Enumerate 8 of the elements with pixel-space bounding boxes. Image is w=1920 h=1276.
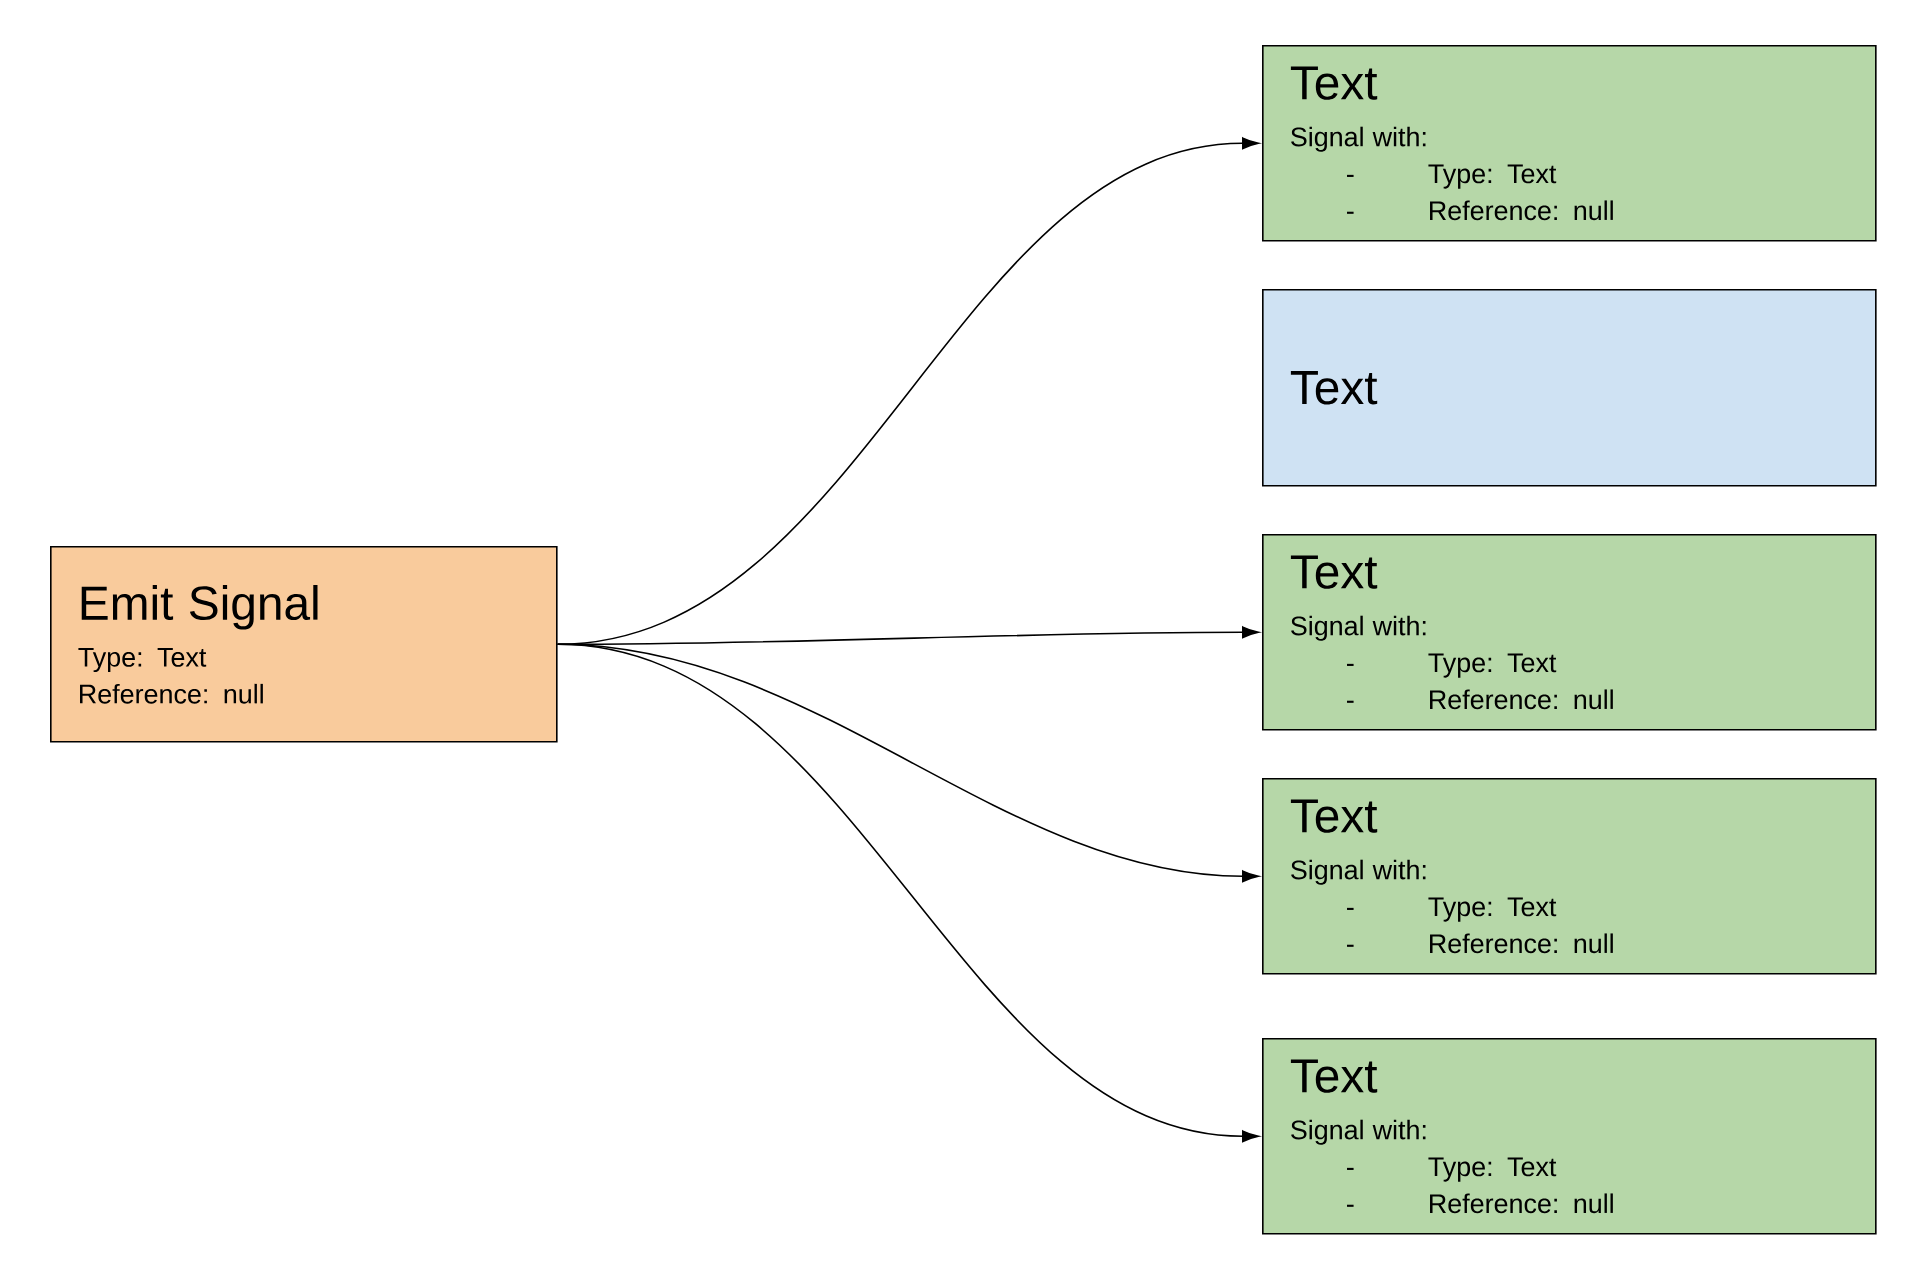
- arrow: [556, 626, 1260, 646]
- process-box: Text Signal with: - Type: Text - Reference: null: [1262, 534, 1877, 731]
- arrow: [556, 643, 1260, 1143]
- process-box: Text Signal with: - Type: Text - Reference: null: [1262, 45, 1877, 242]
- process-box: Text: [1262, 289, 1877, 487]
- process-box: Emit Signal Type: Text Reference: null: [50, 546, 558, 743]
- process-box: Text Signal with: - Type: Text - Reference: null: [1262, 1038, 1877, 1235]
- process-box: Text Signal with: - Type: Text - Reference: null: [1262, 778, 1877, 975]
